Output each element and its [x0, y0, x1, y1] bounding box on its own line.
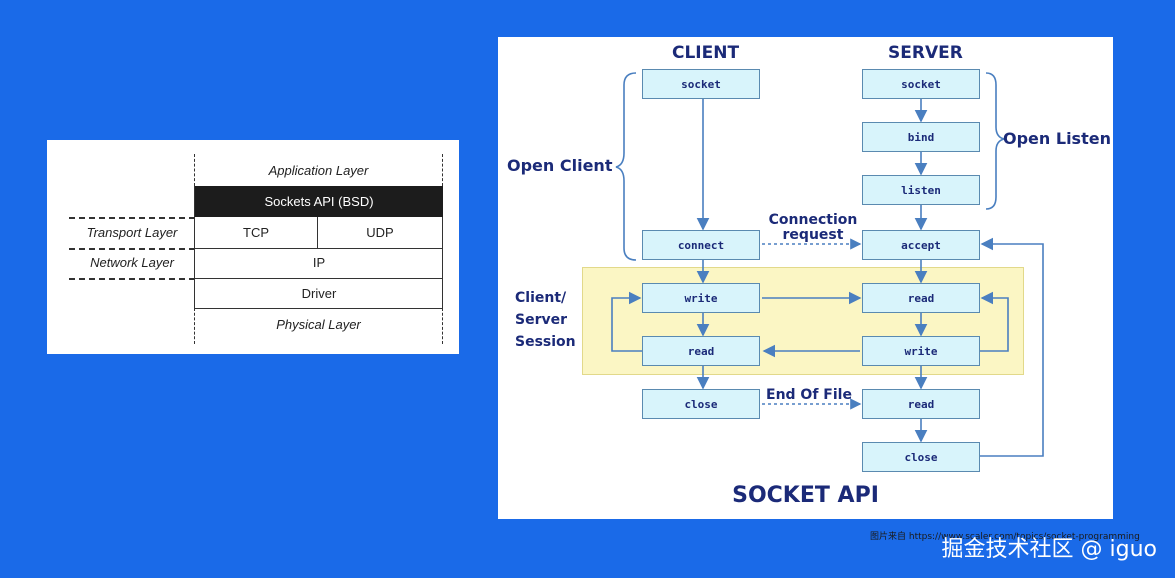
layer-border-right-bottom	[442, 308, 443, 344]
driver-line-top	[195, 278, 443, 279]
client-write-box: write	[642, 283, 760, 313]
layer-border-left-bottom	[194, 308, 195, 344]
network-dash-top	[69, 248, 195, 250]
physical-layer-label: Physical Layer	[276, 317, 361, 332]
server-title: SERVER	[888, 43, 963, 63]
layer-border-right	[442, 186, 443, 308]
layer-border-left-top	[194, 154, 195, 186]
sockets-api-bar: Sockets API (BSD)	[195, 186, 443, 217]
image-credit: 图片来自 https://www.scaler.com/topics/socke…	[870, 532, 1140, 542]
driver-cell: Driver	[301, 286, 337, 301]
server-close-box: close	[862, 442, 980, 472]
watermark: 掘金技术社区 @ iguo	[941, 537, 1157, 562]
application-layer-label: Application Layer	[268, 163, 369, 178]
client-connect-box: connect	[642, 230, 760, 260]
server-read-box: read	[862, 283, 980, 313]
udp-cell: UDP	[366, 225, 394, 240]
transport-dash-top	[69, 217, 195, 219]
network-layer-label: Network Layer	[90, 255, 174, 270]
connection-request-label-line1: Connection	[768, 212, 858, 228]
tcp-udp-divider	[317, 217, 318, 248]
server-write-box: write	[862, 336, 980, 366]
end-of-file-label: End Of File	[766, 387, 852, 403]
ip-cell: IP	[312, 255, 326, 270]
server-bind-box: bind	[862, 122, 980, 152]
server-accept-box: accept	[862, 230, 980, 260]
flow-arrows	[611, 72, 1044, 457]
server-read-eof-box: read	[862, 389, 980, 419]
connection-request-label-line2: request	[782, 227, 844, 243]
open-client-label: Open Client	[507, 156, 613, 175]
session-label-line3: Session	[515, 334, 576, 350]
client-close-box: close	[642, 389, 760, 419]
tcp-cell: TCP	[243, 225, 269, 240]
client-socket-box: socket	[642, 69, 760, 99]
network-layers-diagram: Application Layer Sockets API (BSD) Tran…	[47, 140, 459, 354]
session-label-line2: Server	[515, 312, 568, 328]
network-line-top	[195, 248, 443, 249]
socket-api-title: SOCKET API	[732, 483, 879, 508]
transport-layer-label: Transport Layer	[86, 225, 178, 240]
layer-border-right-top	[442, 154, 443, 186]
client-title: CLIENT	[672, 43, 740, 63]
driver-line-bottom	[195, 308, 443, 309]
driver-dash-top	[69, 278, 195, 280]
socket-api-diagram: CLIENT SERVER socket connect write read …	[498, 37, 1113, 519]
layer-border-left	[194, 186, 195, 308]
open-listen-label: Open Listen	[1003, 129, 1111, 148]
client-read-box: read	[642, 336, 760, 366]
server-socket-box: socket	[862, 69, 980, 99]
server-listen-box: listen	[862, 175, 980, 205]
session-label-line1: Client/	[515, 290, 567, 306]
